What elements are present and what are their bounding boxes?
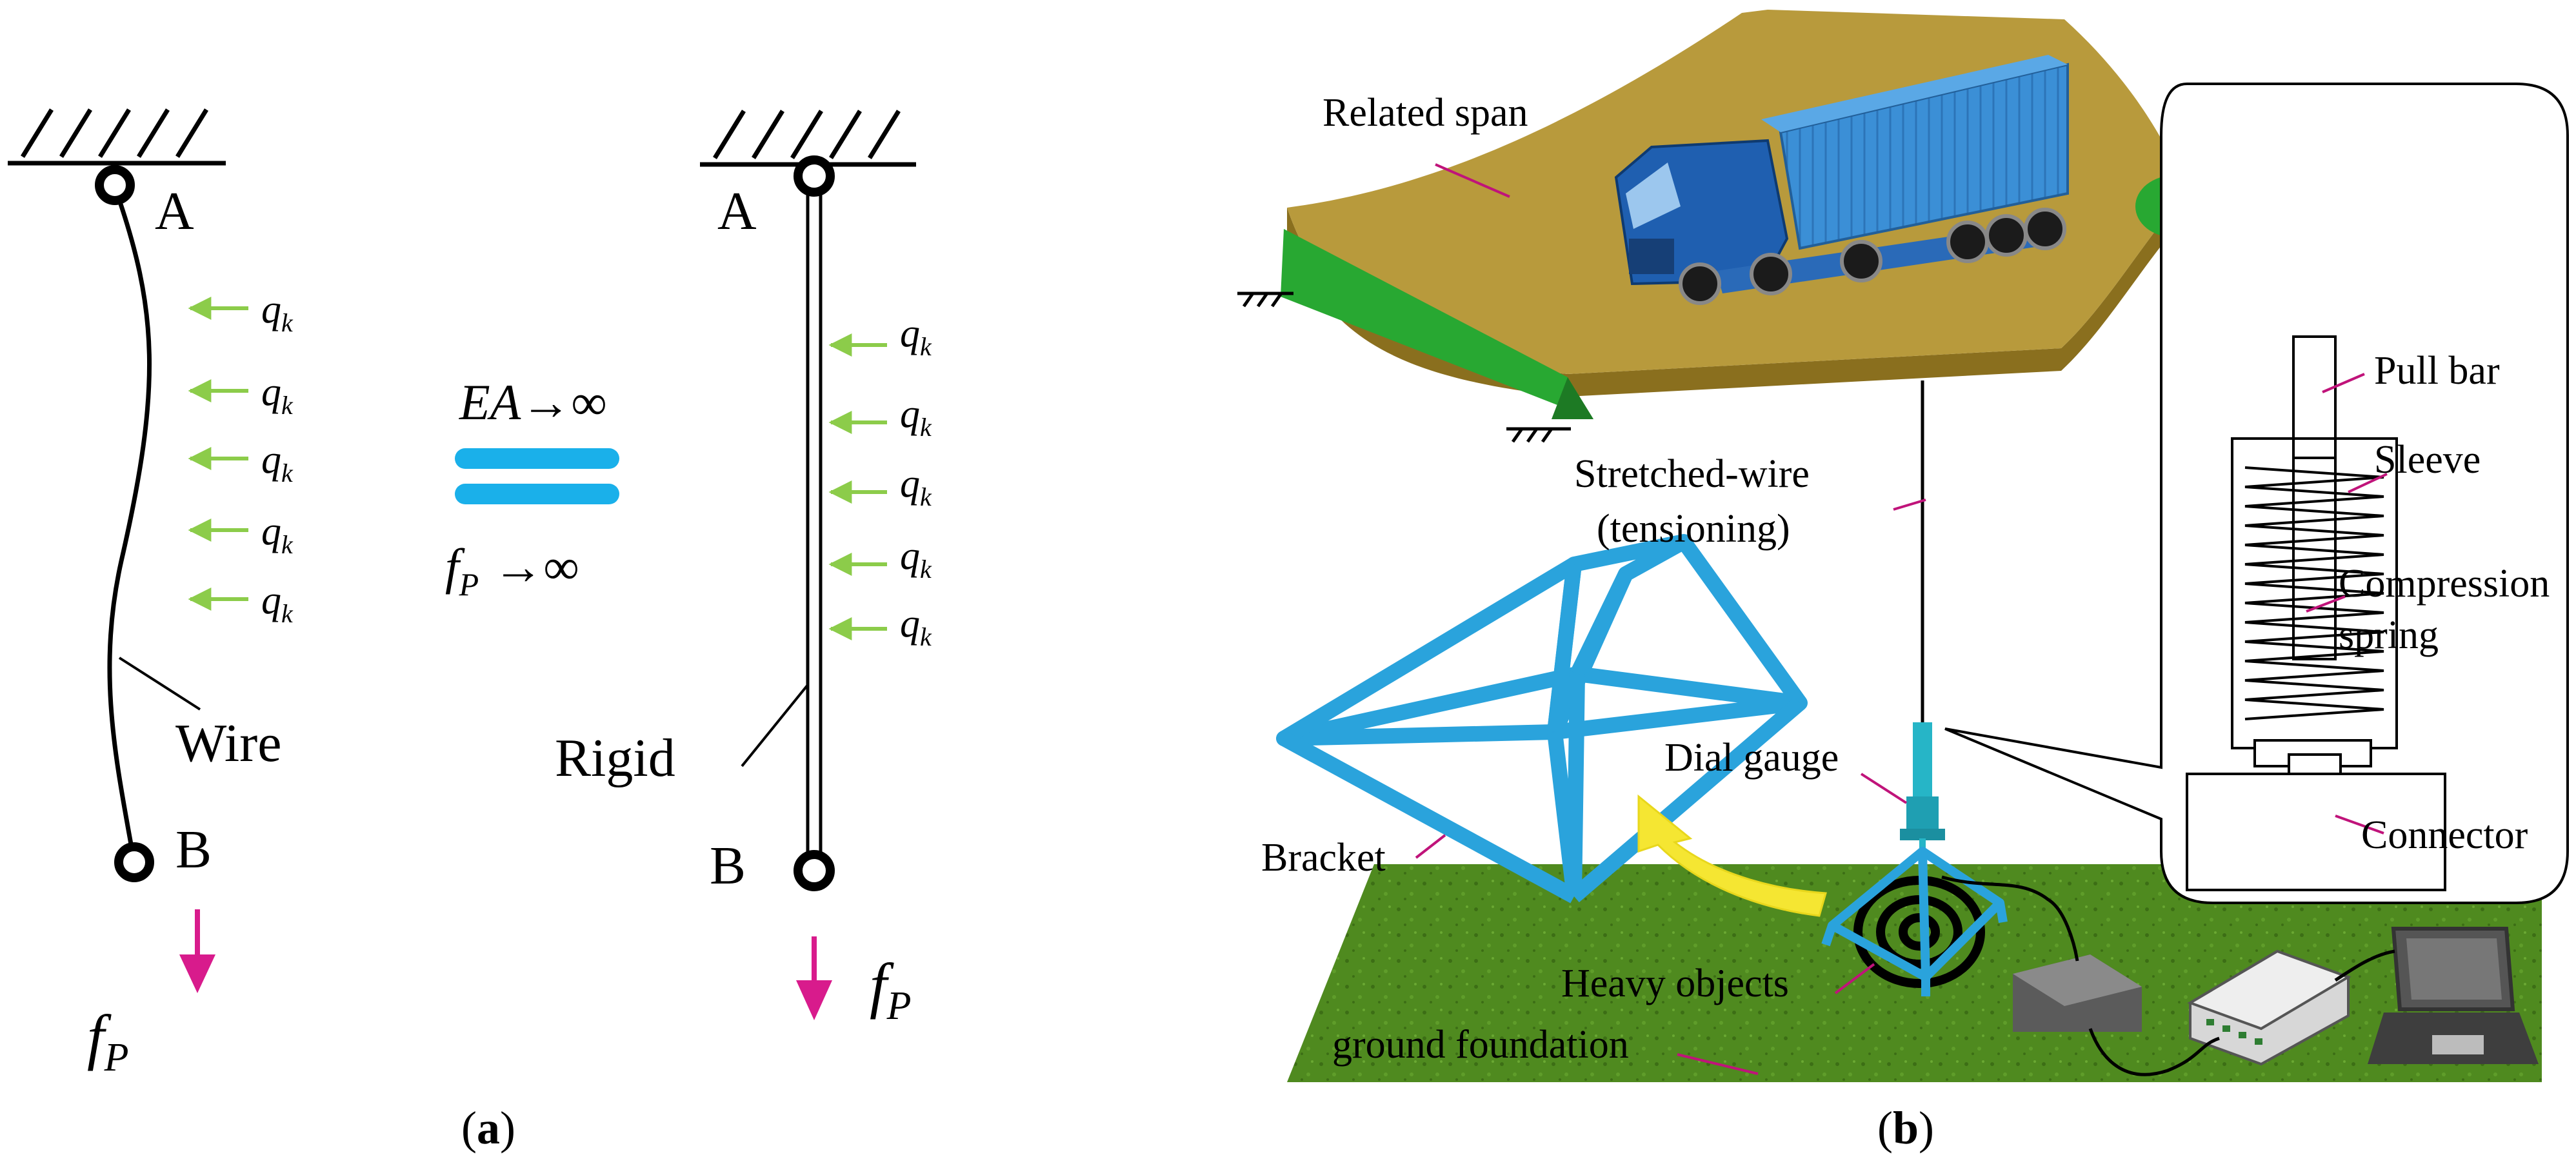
wire-leader-line xyxy=(118,657,201,711)
wire-label: Wire xyxy=(175,713,282,773)
data-logger xyxy=(2013,954,2142,1032)
distributed-load-arrows xyxy=(188,297,248,611)
top-support-hatch xyxy=(8,108,226,166)
rigid-load-arrows xyxy=(828,333,887,640)
truck xyxy=(1614,55,2069,305)
rigid-node-a-label: A xyxy=(717,181,757,241)
truck-container-top xyxy=(1761,55,2068,132)
switch-box xyxy=(2187,949,2351,1066)
compression-label: Compression xyxy=(2339,562,2550,606)
large-bracket xyxy=(1276,534,1808,904)
pull-bar xyxy=(2292,335,2337,660)
wire-curve xyxy=(107,186,152,852)
equals-bar-bottom xyxy=(455,484,619,504)
caption-a: (a) xyxy=(461,1102,515,1154)
rigid-leader-line xyxy=(741,684,809,767)
cables xyxy=(1941,875,2395,1076)
related-span-label: Related span xyxy=(1323,91,1528,135)
load-label: qk xyxy=(261,509,294,559)
rigid-load-labels: qk qk qk qk qk xyxy=(900,311,932,651)
truck-grille xyxy=(1629,239,1674,274)
load-label: qk xyxy=(900,392,932,442)
load-label: qk xyxy=(900,462,932,511)
sleeve xyxy=(2292,437,2337,459)
rigid-node-b-label: B xyxy=(710,836,746,896)
detail-callout-bubble xyxy=(1944,83,2569,904)
rigid-node-a-pin xyxy=(794,155,835,197)
connector-label: Connector xyxy=(2361,813,2528,857)
equivalence: EA→∞ fP→∞ xyxy=(445,374,619,602)
leader-lines xyxy=(1415,163,2388,1075)
connector xyxy=(2186,773,2446,891)
panel-a: A B qk qk qk qk qk Wire fP xyxy=(8,108,932,1154)
connector-neck xyxy=(2288,753,2342,775)
load-label: qk xyxy=(261,438,294,488)
node-a-pin xyxy=(95,165,135,205)
rigid-force-label: fP xyxy=(870,951,912,1028)
rigid-bar xyxy=(806,192,823,860)
node-a-label: A xyxy=(155,181,194,241)
compression-spring xyxy=(2244,466,2384,720)
wire-model: A B qk qk qk qk qk Wire fP xyxy=(8,108,294,1080)
left-support-end xyxy=(1552,377,1593,419)
load-labels: qk qk qk qk qk xyxy=(261,288,294,628)
ground-foundation-label: ground foundation xyxy=(1332,1023,1629,1067)
equals-bar-top xyxy=(455,448,619,469)
load-label: qk xyxy=(900,311,932,361)
truck-wheels xyxy=(1679,208,2066,305)
load-label: qk xyxy=(900,602,932,651)
dial-gauge-label: Dial gauge xyxy=(1664,736,1839,780)
force-arrow xyxy=(179,909,215,993)
truck-container xyxy=(1779,63,2069,250)
bracket-label: Bracket xyxy=(1261,836,1386,880)
tensioning-label: (tensioning) xyxy=(1597,507,1790,551)
pull-bar-label: Pull bar xyxy=(2374,349,2500,393)
load-label: qk xyxy=(261,578,294,628)
sleeve-label: Sleeve xyxy=(2374,438,2481,482)
load-label: qk xyxy=(900,534,932,584)
top-support-hatch-rigid xyxy=(700,110,916,167)
pull-bar-sleeve-detail xyxy=(2186,335,2446,891)
truck-windshield xyxy=(1626,163,1681,229)
caption-b: (b) xyxy=(1877,1102,1934,1154)
fp-infinity-label: fP→∞ xyxy=(445,539,579,602)
rigid-node-b-pin xyxy=(794,850,835,891)
rigid-model: A B qk qk qk qk qk Rigid fP xyxy=(555,110,932,1028)
laptop xyxy=(2368,927,2539,1064)
force-label: fP xyxy=(87,1002,129,1080)
stretched-wire-label: Stretched-wire xyxy=(1574,452,1810,496)
left-support-prism xyxy=(1281,229,1593,419)
panel-b-labels: Related span Stretched-wire (tensioning)… xyxy=(1261,91,2550,1067)
small-bracket-heavy-objects xyxy=(1821,847,2008,996)
spring-label: spring xyxy=(2339,613,2439,657)
rigid-force-arrow xyxy=(796,936,832,1020)
load-label: qk xyxy=(261,370,294,420)
node-b-label: B xyxy=(175,820,212,880)
ea-infinity-label: EA→∞ xyxy=(459,374,607,430)
node-b-pin xyxy=(114,842,154,882)
yellow-curved-arrow xyxy=(1637,794,1827,917)
load-label: qk xyxy=(261,288,294,337)
rigid-label: Rigid xyxy=(555,728,675,788)
dial-gauge-assembly xyxy=(1900,722,1945,858)
panel-b: Related span Stretched-wire (tensioning)… xyxy=(1237,10,2569,1154)
heavy-objects-label: Heavy objects xyxy=(1561,962,1789,1005)
